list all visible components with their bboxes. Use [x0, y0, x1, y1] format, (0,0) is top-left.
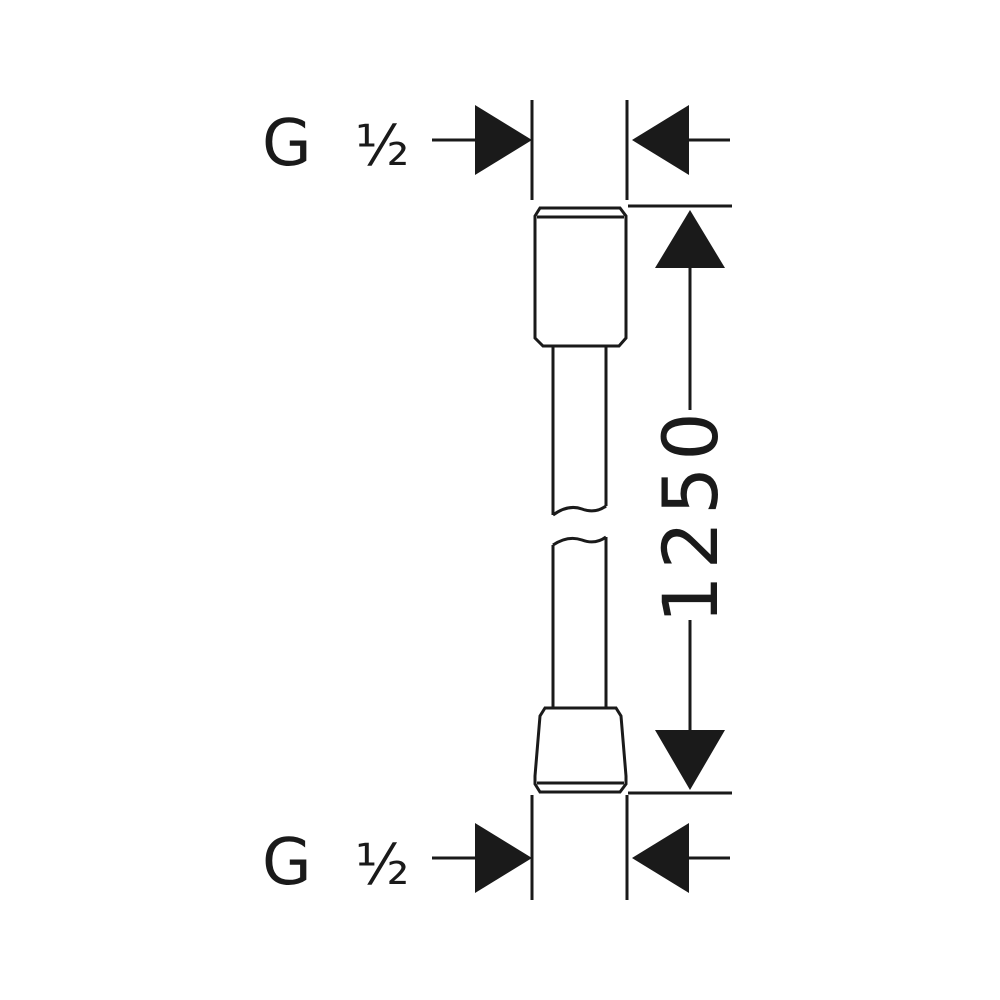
bottom-thread-fraction: ½: [355, 833, 409, 898]
length-value: 1250: [646, 406, 735, 623]
hose-lower-break: [552, 535, 607, 547]
top-thread-dimension: [432, 100, 730, 200]
length-dimension: 1250: [628, 204, 735, 795]
hose-upper-break: [552, 504, 607, 517]
bottom-thread-letter: G: [262, 826, 312, 900]
hose: [533, 206, 628, 794]
bottom-thread-dimension: [432, 795, 730, 900]
bottom-right-arrowhead: [632, 823, 689, 893]
bottom-thread-label: G ½: [262, 826, 409, 900]
top-left-arrowhead: [475, 105, 532, 175]
top-thread-letter: G: [262, 107, 312, 181]
length-top-arrowhead: [655, 210, 725, 268]
bottom-left-arrowhead: [475, 823, 532, 893]
top-right-arrowhead: [632, 105, 689, 175]
bottom-connector-nut: [533, 706, 628, 794]
top-connector-nut: [533, 206, 628, 348]
length-bottom-arrowhead: [655, 730, 725, 790]
top-thread-fraction: ½: [355, 114, 409, 179]
top-thread-label: G ½: [262, 107, 409, 181]
